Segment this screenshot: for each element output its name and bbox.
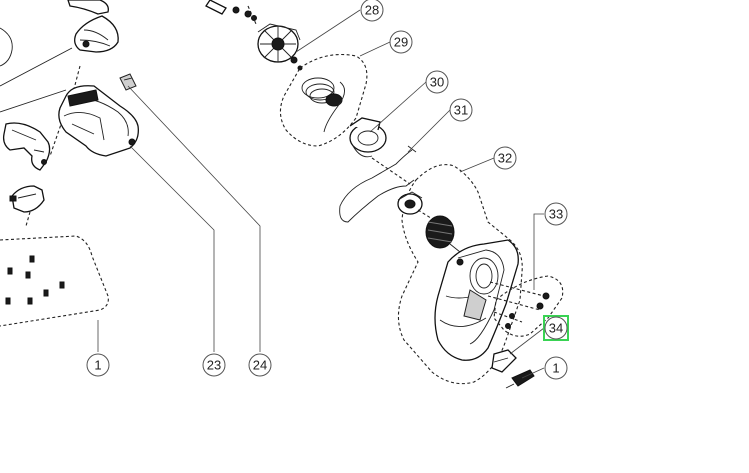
callout-circle [493,146,517,170]
callout-circle [544,316,568,340]
callout-c33: 33 [544,202,568,226]
highlight-box [543,315,569,341]
rotor-part [397,191,435,221]
callout-label: 1 [94,358,101,373]
main-housing-part [434,239,519,361]
upper-bracket-part [67,0,119,53]
small-clip-part [119,73,137,91]
callout-label: 31 [454,103,468,118]
handle-housing-part [58,85,139,157]
callout-c28: 28 [360,0,384,22]
callout-c29: 29 [389,30,413,54]
spring-part [301,77,345,133]
assembly-line [0,89,67,113]
callout-c1a: 1 [86,353,110,377]
callout-c1b: 1 [544,356,568,380]
assembly-line [0,47,73,87]
callout-circle [544,202,568,226]
ring-part-edge [0,27,13,67]
callout-circle [248,353,272,377]
callout-circle [425,70,449,94]
callout-circle [449,98,473,122]
spring-group-outline [279,53,368,147]
callout-c24: 24 [248,353,272,377]
armature-part [425,215,461,253]
lock-part [9,185,45,213]
callout-c34: 34 [543,315,569,341]
callout-c30: 30 [425,70,449,94]
callout-label: 30 [430,75,444,90]
callout-label: 1 [552,361,559,376]
switch-button-part [491,349,517,373]
callout-circle [544,356,568,380]
motor-group-outline [397,164,523,385]
callouts: 28 29 30 31 32 33 34 1 23 24 1 [86,0,569,380]
callout-circle [202,353,226,377]
callout-label: 28 [365,3,379,18]
screws-group-outline [493,275,564,337]
impeller-part [257,23,303,71]
callout-label: 33 [549,207,563,222]
assembly-axis [25,211,31,227]
callout-label: 34 [549,321,563,336]
callout-circle [389,30,413,54]
leader-lines [97,9,545,379]
callout-c23: 23 [202,353,226,377]
bottom-screw-part [505,369,535,389]
callout-circle [360,0,384,22]
wire-clip-part [339,149,415,223]
screw-set [487,281,550,329]
fastener-stack [205,0,257,25]
base-plate-part [0,235,109,327]
callout-label: 24 [253,358,267,373]
callout-c32: 32 [493,146,517,170]
callout-label: 29 [394,35,408,50]
callout-circle [86,353,110,377]
callout-c31: 31 [449,98,473,122]
bearing-disc-part [349,117,387,158]
callout-label: 32 [498,151,512,166]
assembly-axis [371,157,411,185]
callout-label: 23 [207,358,221,373]
trigger-clip-part [2,122,51,171]
